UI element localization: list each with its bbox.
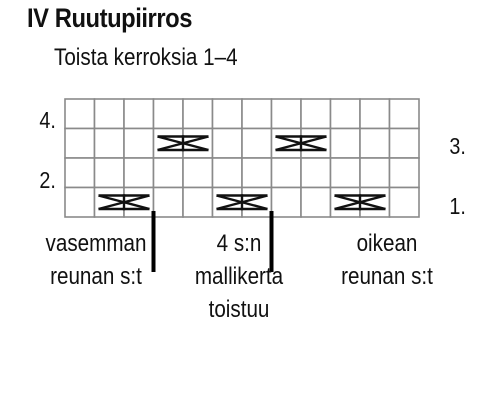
row-label-1: 1. [449, 193, 466, 219]
row-label-4: 4. [39, 107, 56, 133]
repeat-caption: 4 s:n mallikerta toistuu [181, 227, 296, 326]
grid-cell [388, 186, 420, 218]
right-caption-line-2: reunan s:t [341, 263, 433, 290]
left-edge-caption: vasemman reunan s:t [31, 227, 162, 293]
grid-cell [329, 98, 361, 130]
grid-cell [241, 186, 273, 218]
grid-cell [270, 157, 302, 189]
grid-cell [123, 157, 155, 189]
right-caption-line-1: oikean [356, 230, 418, 257]
grid-cell [152, 98, 184, 130]
row-label-3: 3. [449, 133, 466, 159]
grid-cell [64, 127, 96, 159]
repeat-caption-line-3: toistuu [208, 296, 270, 323]
grid-cell [64, 186, 96, 218]
grid-cell [211, 157, 243, 189]
grid-cell [152, 186, 184, 218]
grid-cell [270, 186, 302, 218]
grid-cell [359, 98, 391, 130]
grid-cell [182, 186, 214, 218]
row-label-2: 2. [39, 167, 56, 193]
grid-cell [388, 157, 420, 189]
grid-cell [359, 157, 391, 189]
grid-cell [182, 157, 214, 189]
grid-cell [270, 98, 302, 130]
grid-cell [211, 98, 243, 130]
grid-cell [359, 186, 391, 218]
left-caption-line-1: vasemman [45, 230, 147, 257]
grid-cell [93, 127, 125, 159]
chart-subtitle: Toista kerroksia 1–4 [54, 44, 238, 71]
grid-cell [182, 98, 214, 130]
grid-cell [93, 98, 125, 130]
grid-cell [359, 127, 391, 159]
grid-cell [241, 98, 273, 130]
grid-cell [211, 127, 243, 159]
grid-cell [93, 157, 125, 189]
grid-cell [329, 186, 361, 218]
grid-cell [300, 186, 332, 218]
right-edge-caption: oikean reunan s:t [323, 227, 452, 293]
left-caption-line-2: reunan s:t [50, 263, 142, 290]
grid-cell [329, 157, 361, 189]
grid-cell [123, 186, 155, 218]
grid-cell [300, 98, 332, 130]
grid-cell [64, 98, 96, 130]
repeat-caption-line-2: mallikerta [194, 263, 284, 290]
chart-title: IV Ruutupiirros [27, 3, 192, 33]
grid-cell [123, 98, 155, 130]
grid-cell [123, 127, 155, 159]
grid-cell [388, 98, 420, 130]
grid-cell [241, 157, 273, 189]
grid-cell [300, 157, 332, 189]
grid-cell [64, 157, 96, 189]
repeat-caption-line-1: 4 s:n [216, 230, 262, 257]
grid-cell [388, 127, 420, 159]
grid-cell [152, 157, 184, 189]
grid-cell [241, 127, 273, 159]
grid-cell [329, 127, 361, 159]
grid-cell [93, 186, 125, 218]
